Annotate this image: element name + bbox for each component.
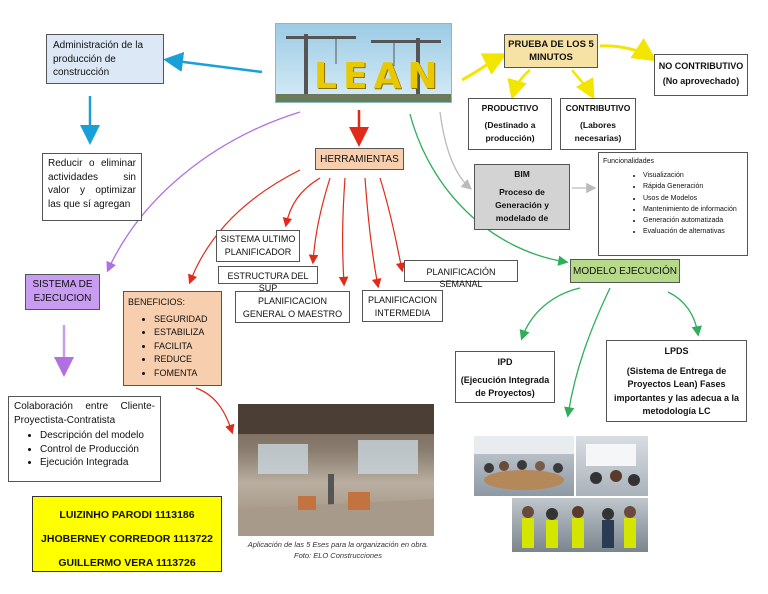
general-box: PLANIFICACION GENERAL O MAESTRO [235,291,350,323]
productivo-title: PRODUCTIVO [481,103,539,113]
funcionalidad-item: Evaluación de alternativas [643,226,743,237]
estructura-text: ESTRUCTURA DEL SUP [227,271,309,294]
semanal-text: PLANIFICACIÓN SEMANAL [426,267,496,290]
funcionalidades-title: Funcionalidades [603,158,654,165]
ipd-title: IPD [497,357,513,367]
arrow-herr-general [338,177,349,287]
estructura-box: ESTRUCTURA DEL SUP [218,266,318,293]
construction-photo [238,404,434,536]
arrow-herr-intermedia [364,177,382,289]
lean-logo-text: LEAN [314,56,444,97]
arrow-prueba-productivo [507,69,531,100]
arrow-modelo-lpds [667,291,702,337]
beneficios-box: BENEFICIOS: SEGURIDAD ESTABILIZA FACILIT… [123,291,222,386]
sup-box: SISTEMA ULTIMO PLANIFICADOR [216,230,300,262]
authors-box: LUIZINHO PARODI 1113186 JHOBERNEY CORRED… [32,496,222,572]
herramientas-text: HERRAMIENTAS [320,154,399,165]
arrow-herr-sup [282,177,321,228]
bim-box: BIM Proceso de Generación y modelado de [474,164,570,230]
intermedia-box: PLANIFICACION INTERMEDIA [362,290,443,322]
sistema-text: SISTEMA DE EJECUCION [32,279,93,304]
arrow-lean-sistema [106,111,301,273]
lpds-box: LPDS (Sistema de Entrega de Proyectos Le… [606,340,747,422]
meeting-photo-right-illustration [586,444,640,486]
workers-photo [512,498,648,552]
funcionalidad-item: Usos de Modelos [643,193,743,204]
colaboracion-item: Control de Producción [40,443,155,457]
crane-illustration [276,34,451,102]
arrow-prueba-nocontrib [599,38,657,62]
reducir-box: Reducir o eliminar actividades sin valor… [42,153,142,221]
arrow-modelo-photo [564,287,611,418]
productivo-sub: (Destinado a producción) [484,120,536,143]
beneficio-item: SEGURIDAD [154,313,217,327]
beneficios-title: BENEFICIOS: [128,297,186,307]
author-name: LUIZINHO PARODI 1113186 [59,509,195,521]
arrow-lean-bim [439,111,472,190]
general-text: PLANIFICACION GENERAL O MAESTRO [242,296,343,319]
modelo-text: MODELO EJECUCIÓN [573,266,677,277]
bim-title: BIM [514,169,530,179]
nocontributivo-box: NO CONTRIBUTIVO (No aprovechado) [654,54,748,96]
beneficio-item: FACILITA [154,340,217,354]
lean-logo: LEAN [275,23,452,103]
arrow-prueba-contributivo [571,69,595,100]
contributivo-box: CONTRIBUTIVO (Labores necesarias) [560,98,636,150]
sup-text: SISTEMA ULTIMO PLANIFICADOR [220,234,296,257]
arrow-lean-prueba [461,53,508,82]
colaboracion-box: Colaboración entre Cliente-Proyectista-C… [8,396,161,482]
arrow-lean-modelo [409,113,569,266]
funcionalidad-item: Generación automatizada [643,215,743,226]
arrow-modelo-ipd [519,287,581,341]
sistema-box: SISTEMA DE EJECUCION [25,274,100,310]
ipd-sub: (Ejecución Integrada de Proyectos) [460,375,550,398]
nocontributivo-sub: (No aprovechado) [662,76,740,86]
meeting-photo-top-illustration [474,436,574,490]
funcionalidad-item: Visualización [643,170,743,181]
contributivo-title: CONTRIBUTIVO [565,103,631,113]
author-name: GUILLERMO VERA 1113726 [58,557,196,569]
admin-box: Administración de la producción de const… [46,34,164,84]
beneficio-item: ESTABILIZA [154,326,217,340]
funcionalidades-box: Funcionalidades Visualización Rápida Gen… [598,152,748,256]
semanal-box: PLANIFICACIÓN SEMANAL [404,260,518,289]
contributivo-sub: (Labores necesarias) [574,120,622,143]
modelo-box: MODELO EJECUCIÓN [570,259,680,283]
arrow-herr-estructura [308,177,331,265]
workers-photo-illustration [522,506,636,548]
construction-photo-illustration [238,404,434,536]
herramientas-box: HERRAMIENTAS [315,148,404,170]
nocontributivo-title: NO CONTRIBUTIVO [658,61,744,71]
photo-caption: Aplicación de las 5 Eses para la organiz… [247,540,429,560]
arrow-herr-beneficios [188,169,301,285]
arrow-lean-admin [163,51,263,74]
prueba-box: PRUEBA DE LOS 5 MINUTOS [504,34,598,68]
bim-sub: Proceso de Generación y modelado de [495,187,549,223]
colaboracion-item: Ejecución Integrada [40,456,155,470]
colaboracion-item: Descripción del modelo [40,429,155,443]
beneficio-item: REDUCE [154,353,217,367]
arrow-herr-semanal [379,177,406,273]
admin-text: Administración de la producción de const… [53,40,144,78]
colaboracion-title: Colaboración entre Cliente-Proyectista-C… [14,401,155,426]
funcionalidad-item: Mantenimiento de información [643,204,743,215]
funcionalidad-item: Rápida Generación [643,181,743,192]
lpds-title: LPDS [664,346,689,356]
arrow-beneficios-photo [195,387,235,435]
reducir-text: Reducir o eliminar actividades sin valor… [48,158,136,210]
author-name: JHOBERNEY CORREDOR 1113722 [41,533,213,545]
beneficio-item: FOMENTA [154,367,217,381]
prueba-text: PRUEBA DE LOS 5 MINUTOS [508,39,594,63]
productivo-box: PRODUCTIVO (Destinado a producción) [468,98,552,150]
intermedia-text: PLANIFICACION INTERMEDIA [367,295,437,318]
ipd-box: IPD (Ejecución Integrada de Proyectos) [455,351,555,403]
meeting-photo-top [474,436,574,496]
meeting-photo-right [576,436,648,496]
lpds-sub: (Sistema de Entrega de Proyectos Lean) F… [613,365,740,417]
